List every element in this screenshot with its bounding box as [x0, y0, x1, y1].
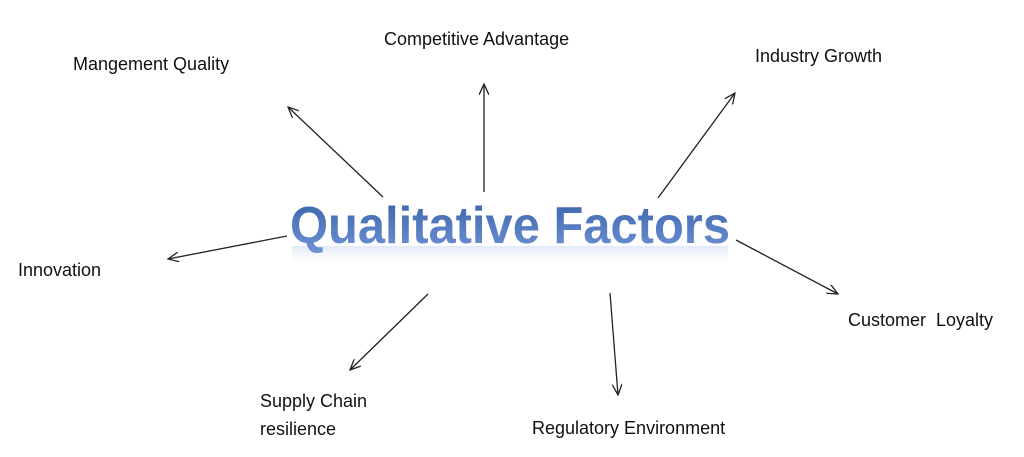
label-innovation: Innovation — [18, 260, 101, 280]
label-regulatory-environment: Regulatory Environment — [532, 418, 725, 438]
arrow-customer — [735, 239, 838, 294]
label-management-quality: Mangement Quality — [73, 54, 229, 74]
arrow-management — [288, 107, 384, 198]
arrow-innovation — [168, 235, 288, 259]
arrow-industry — [657, 93, 735, 199]
label-competitive-advantage: Competitive Advantage — [384, 29, 569, 49]
arrow-supply — [350, 293, 429, 370]
label-supply-resilience: resilience — [260, 419, 336, 439]
label-supply-chain: Supply Chain — [260, 391, 367, 411]
label-industry-growth: Industry Growth — [755, 46, 882, 66]
title-reflection — [292, 246, 728, 268]
arrow-regulatory — [609, 292, 618, 395]
label-customer-loyalty: Customer Loyalty — [848, 310, 993, 330]
center-title: Qualitative Factors — [290, 197, 730, 255]
